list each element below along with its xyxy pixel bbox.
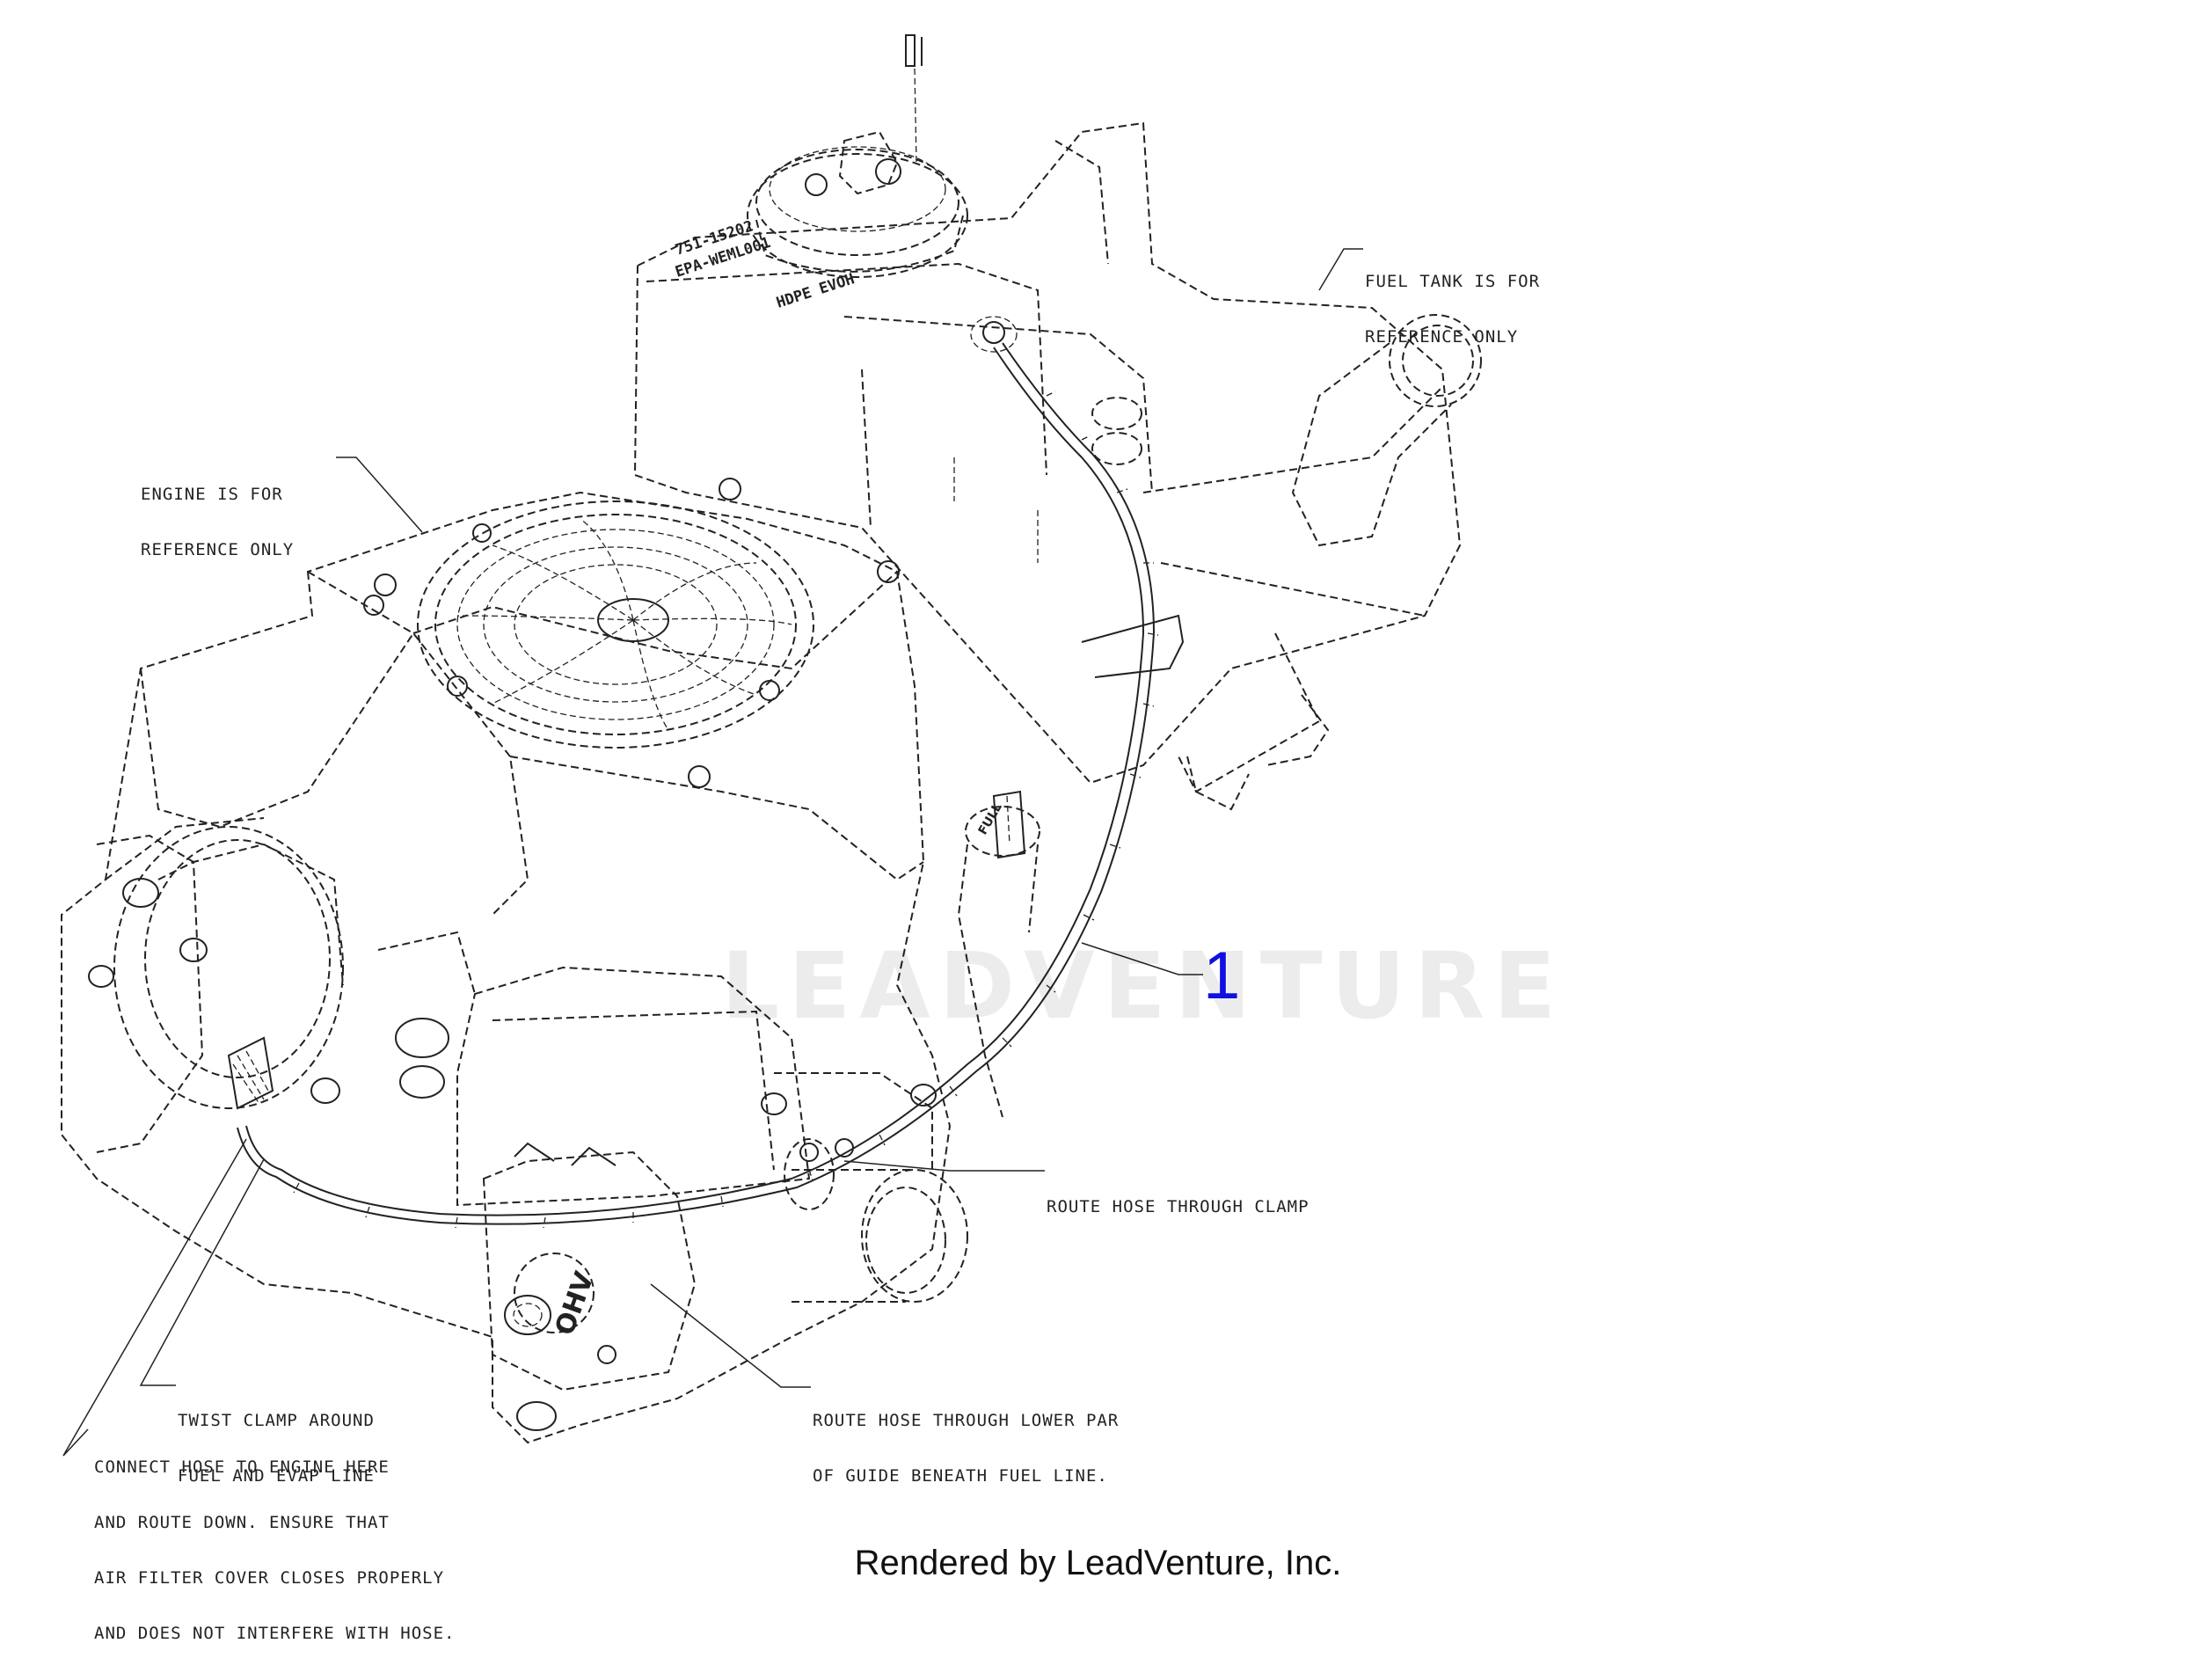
tank-label-line3: HDPE EVOH — [774, 270, 857, 311]
note-twist-clamp-line2: FUEL AND EVAP LINE — [178, 1466, 375, 1486]
muffler-cylinder — [761, 1072, 968, 1303]
air-filter-assembly — [88, 826, 449, 1153]
note-connect-hose-line2: AND ROUTE DOWN. ENSURE THAT — [94, 1513, 390, 1532]
note-engine-line2: REFERENCE ONLY — [141, 540, 295, 559]
engine-leader — [336, 457, 423, 533]
note-route-lower: ROUTE HOSE THROUGH LOWER PAR OF GUIDE BE… — [813, 1375, 1119, 1523]
route-lower-leader — [650, 1283, 811, 1388]
note-fuel-tank-line1: FUEL TANK IS FOR — [1365, 272, 1541, 291]
tank-bracket — [1266, 694, 1330, 766]
note-route-clamp-line1: ROUTE HOSE THROUGH CLAMP — [1047, 1197, 1310, 1216]
note-route-clamp: ROUTE HOSE THROUGH CLAMP — [1047, 1161, 1310, 1253]
fuel-tank-outline — [633, 121, 1462, 793]
footer-credit: Rendered by LeadVenture, Inc. — [854, 1544, 1342, 1582]
note-route-lower-line1: ROUTE HOSE THROUGH LOWER PAR — [813, 1411, 1120, 1430]
engine-ohv-label: OHV — [550, 1267, 601, 1340]
note-twist-clamp-line1: TWIST CLAMP AROUND — [178, 1411, 375, 1430]
leader-lines — [62, 248, 1363, 1457]
fuel-tank-leader — [1318, 248, 1363, 291]
note-connect-hose-line1: CONNECT HOSE TO ENGINE HERE — [94, 1457, 390, 1477]
note-fuel-tank: FUEL TANK IS FOR REFERENCE ONLY — [1365, 236, 1540, 383]
route-clamp-leader — [843, 1160, 1045, 1172]
note-fuel-tank-line2: REFERENCE ONLY — [1365, 327, 1519, 347]
valve-cover — [482, 1142, 697, 1431]
engine-drawing: 751-15202 EPA-WEML001 HDPE EVOH OHV FULL — [61, 34, 1482, 1457]
note-engine: ENGINE IS FOR REFERENCE ONLY — [141, 449, 294, 596]
fuel-cap — [747, 34, 968, 278]
watermark: LEADVENTURE — [721, 932, 1565, 1040]
note-connect-hose-line4: AND DOES NOT INTERFERE WITH HOSE. — [94, 1624, 456, 1643]
twist-clamp-leader — [139, 1158, 265, 1386]
tank-bracket-2 — [1186, 756, 1250, 811]
blower-screen — [363, 478, 900, 788]
callout-leader — [1081, 942, 1203, 975]
note-twist-clamp: TWIST CLAMP AROUND FUEL AND EVAP LINE — [178, 1375, 375, 1523]
dipstick-label: FULL — [976, 800, 1005, 837]
evap-hose — [237, 342, 1185, 1229]
diagram-canvas: 751-15202 EPA-WEML001 HDPE EVOH OHV FULL… — [61, 34, 1565, 1643]
note-connect-hose-line3: AIR FILTER COVER CLOSES PROPERLY — [94, 1568, 445, 1588]
note-engine-line1: ENGINE IS FOR — [141, 485, 283, 504]
connect-hose-leader — [62, 1138, 247, 1457]
filler-neck — [1291, 314, 1482, 547]
part-callout-1[interactable]: 1 — [1203, 939, 1241, 1013]
note-route-lower-line2: OF GUIDE BENEATH FUEL LINE. — [813, 1466, 1108, 1486]
dipstick — [957, 790, 1040, 1118]
